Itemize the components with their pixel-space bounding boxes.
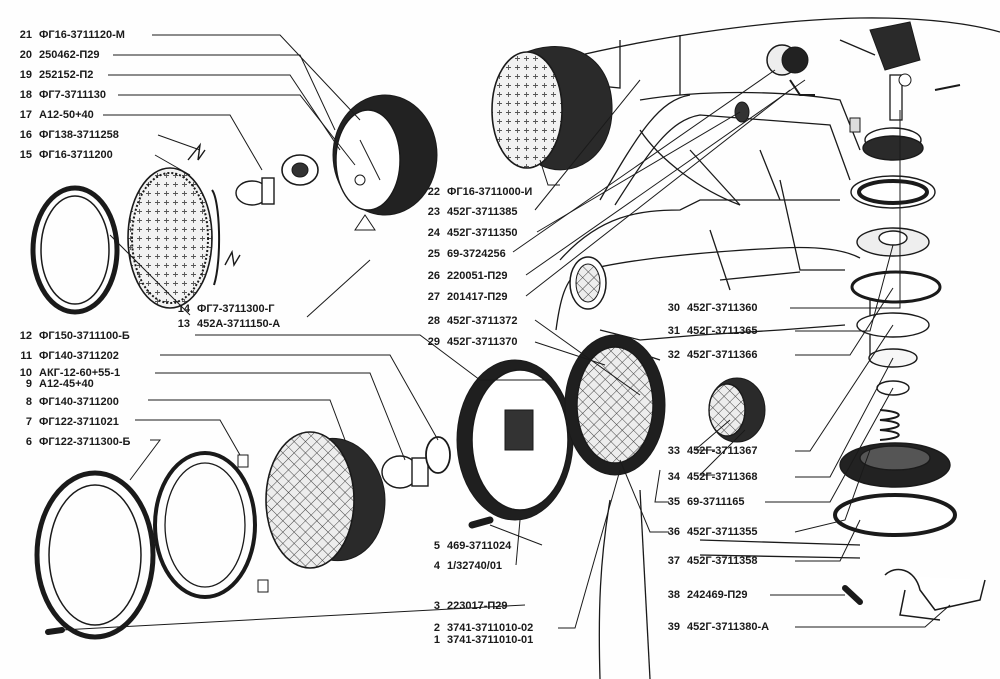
- side-marker-lamp: [569, 256, 607, 310]
- leader-lines: [61, 34, 951, 631]
- vehicle-cab-outline: [555, 17, 1000, 679]
- handle-and-screw: [842, 568, 986, 621]
- fog-lamp-exploded-view: [30, 94, 438, 315]
- spotlight-mount: [839, 21, 961, 133]
- spotlight-parts-stack: [833, 127, 957, 537]
- roof-lamp: [734, 44, 815, 123]
- spotlight-assembly: [491, 46, 613, 171]
- headlamp-exploded-view: [34, 334, 666, 640]
- small-lamp-unit: [708, 377, 766, 443]
